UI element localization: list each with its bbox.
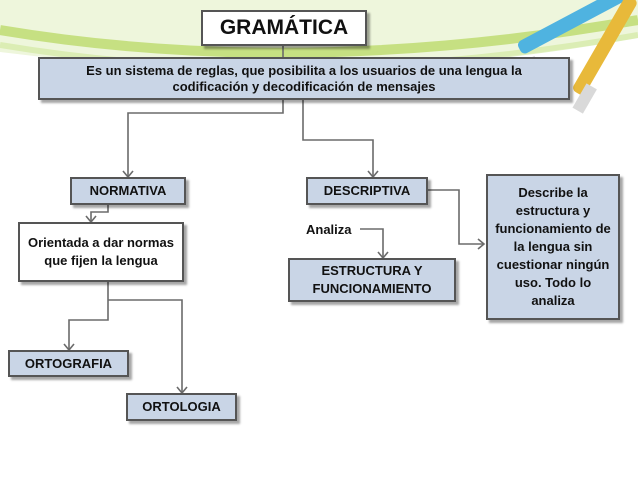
normativa-description: Orientada a dar normas que fijen la leng…: [28, 235, 174, 268]
describe-text: Describe la estructura y funcionamiento …: [495, 185, 611, 308]
descriptiva-box: DESCRIPTIVA: [306, 177, 428, 205]
normativa-description-box: Orientada a dar normas que fijen la leng…: [18, 222, 184, 282]
analiza-label: Analiza: [306, 222, 352, 237]
normativa-box: NORMATIVA: [70, 177, 186, 205]
connector-to-descriptiva: [302, 100, 374, 177]
normativa-label: NORMATIVA: [89, 183, 167, 198]
ortologia-label: ORTOLOGIA: [142, 399, 221, 414]
title-text: GRAMÁTICA: [219, 16, 349, 39]
connector-to-ortografia: [68, 282, 109, 350]
connector-to-normativa: [127, 100, 284, 177]
ortografia-box: ORTOGRAFIA: [8, 350, 129, 377]
page-title: GRAMÁTICA: [201, 10, 367, 46]
connector-to-ortologia: [108, 299, 183, 393]
definition-text: Es un sistema de reglas, que posibilita …: [86, 62, 522, 94]
connector-normativa-description: [90, 205, 109, 222]
connector-analiza: [360, 228, 384, 258]
describe-box: Describe la estructura y funcionamiento …: [486, 174, 620, 320]
ortografia-label: ORTOGRAFIA: [24, 355, 113, 371]
descriptiva-label: DESCRIPTIVA: [323, 183, 411, 198]
estructura-box: ESTRUCTURA Y FUNCIONAMIENTO: [288, 258, 456, 302]
definition-box: Es un sistema de reglas, que posibilita …: [38, 57, 570, 100]
ortologia-box: ORTOLOGIA: [126, 393, 237, 421]
estructura-label: ESTRUCTURA Y FUNCIONAMIENTO: [312, 263, 432, 296]
connector-to-describe: [428, 189, 484, 245]
